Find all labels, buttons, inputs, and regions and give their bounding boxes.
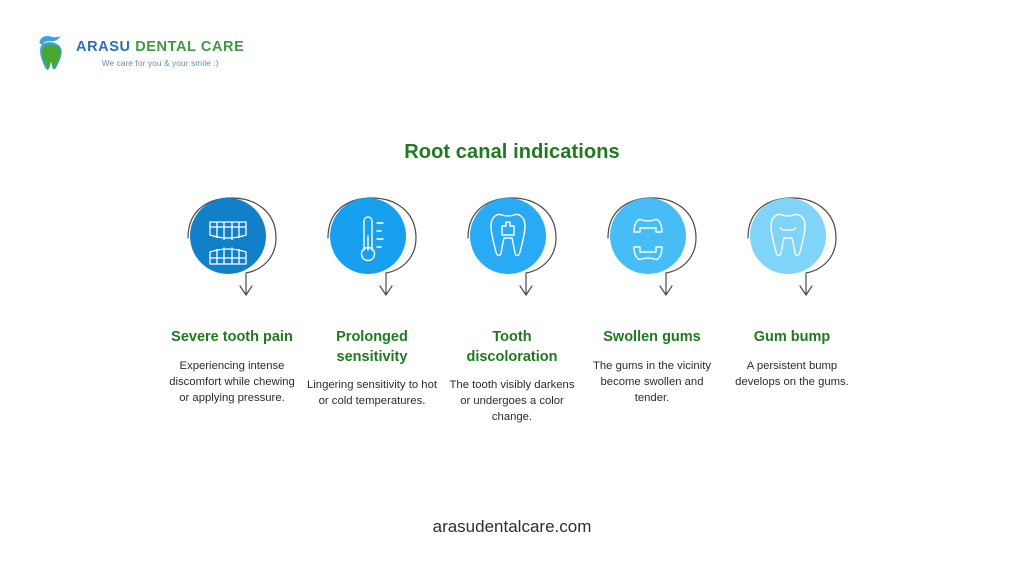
brand-name: ARASU DENTAL CARE	[76, 39, 245, 56]
tooth-filling-icon	[470, 198, 546, 274]
page-title: Root canal indications	[404, 141, 620, 163]
arrow-ring-icon	[747, 197, 837, 296]
badge-gum-bump	[732, 190, 852, 305]
indication-item-severe-tooth-pain: Severe tooth pain Experiencing intense d…	[162, 190, 302, 425]
website-url: arasudentalcare.com	[432, 517, 592, 536]
indication-description: Experiencing intense discomfort while ch…	[169, 359, 295, 404]
badge-prolonged-sensitivity	[312, 190, 432, 305]
icon-circle	[190, 198, 266, 274]
badge-swollen-gums	[592, 190, 712, 305]
indication-item-tooth-discoloration: Tooth discoloration The tooth visibly da…	[442, 190, 582, 425]
tooth-logo-icon	[34, 34, 68, 74]
indication-title: Prolonged sensitivity	[336, 329, 408, 365]
indication-title: Swollen gums	[603, 329, 701, 345]
indication-title: Gum bump	[753, 329, 831, 345]
badge-tooth-discoloration	[452, 190, 572, 305]
dental-crown-icon	[610, 198, 686, 274]
icon-circle	[470, 198, 546, 274]
indication-item-gum-bump: Gum bump A persistent bump develops on t…	[722, 190, 862, 425]
brand-tagline: We care for you & your smile :)	[101, 58, 219, 68]
arrow-ring-icon	[327, 197, 417, 296]
arrow-ring-icon	[607, 197, 697, 296]
molar-tooth-icon	[750, 198, 826, 274]
thermometer-icon	[330, 198, 406, 274]
arrow-ring-icon	[467, 197, 557, 296]
indication-description: The tooth visibly darkens or undergoes a…	[449, 379, 575, 424]
brand-name-part1: ARASU	[76, 39, 131, 56]
indication-title: Severe tooth pain	[171, 329, 293, 345]
icon-circle	[610, 198, 686, 274]
indication-title: Tooth discoloration	[466, 329, 558, 365]
badge-severe-tooth-pain	[172, 190, 292, 305]
dentures-icon	[190, 198, 266, 274]
indication-description: A persistent bump develops on the gums.	[735, 359, 849, 388]
brand-logo: ARASU DENTAL CARE We care for you & your…	[34, 34, 244, 74]
icon-circle	[750, 198, 826, 274]
indication-item-swollen-gums: Swollen gums The gums in the vicinity be…	[582, 190, 722, 425]
indications-list: Severe tooth pain Experiencing intense d…	[162, 190, 862, 425]
arrow-ring-icon	[187, 197, 277, 296]
brand-name-part2: DENTAL CARE	[135, 39, 245, 56]
indication-description: The gums in the vicinity become swollen …	[592, 359, 712, 404]
indication-item-prolonged-sensitivity: Prolonged sensitivity Lingering sensitiv…	[302, 190, 442, 425]
indication-description: Lingering sensitivity to hot or cold tem…	[307, 379, 437, 408]
